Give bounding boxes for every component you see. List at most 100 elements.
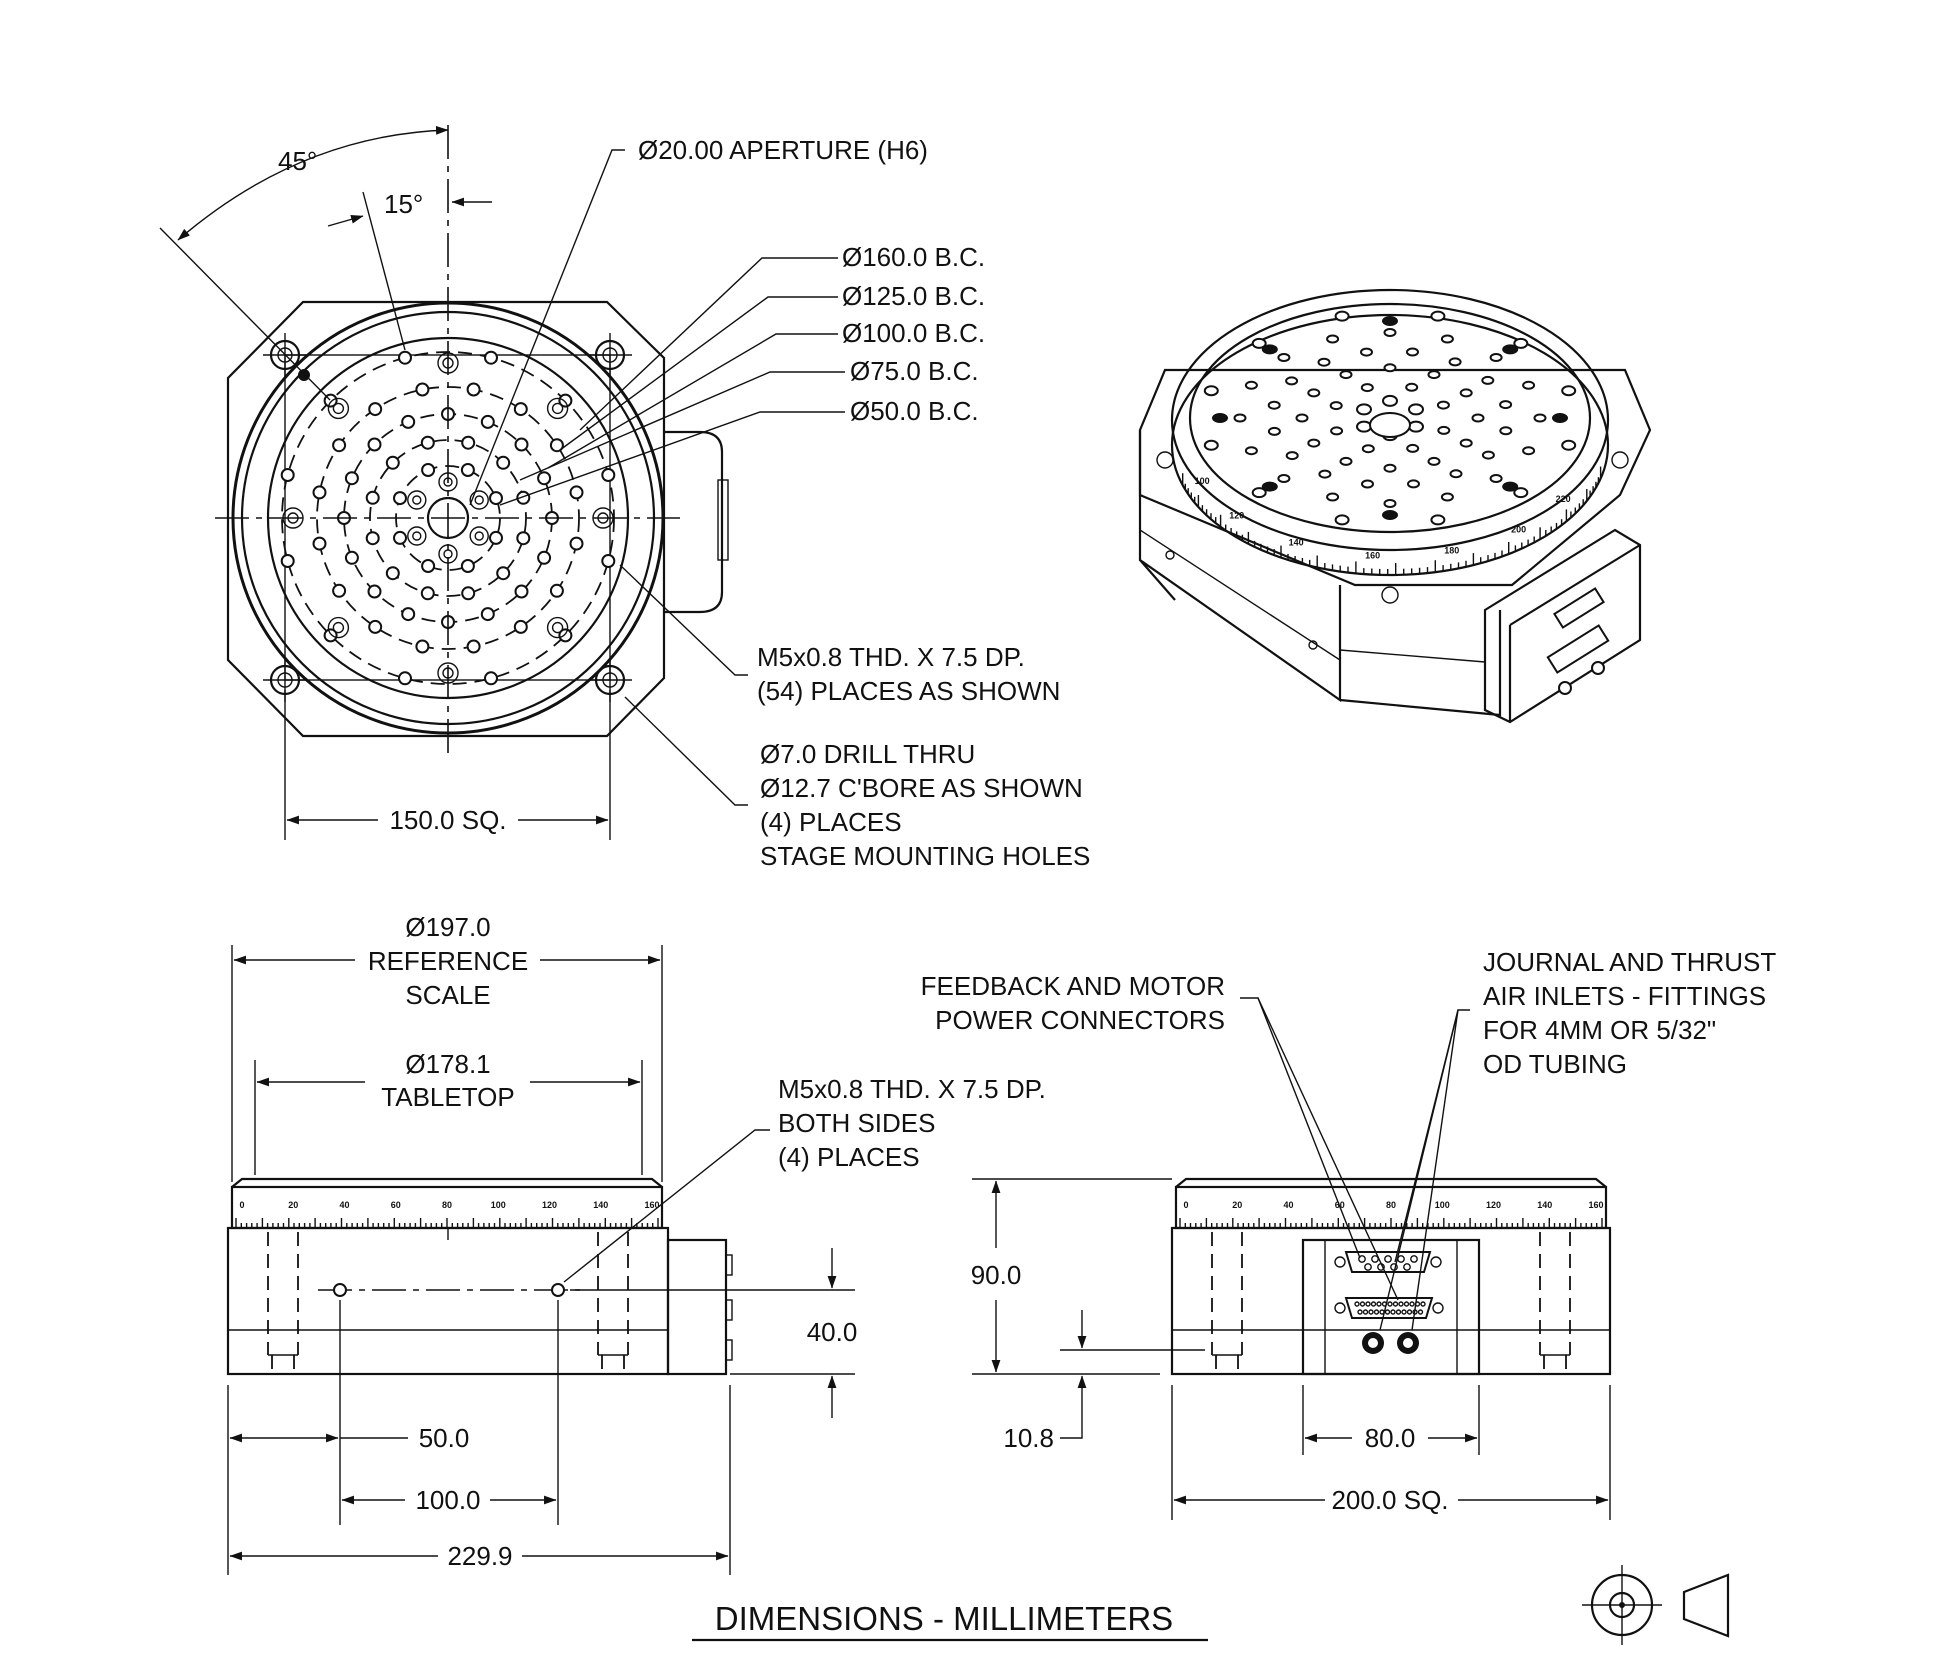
iso-hole <box>1361 479 1374 489</box>
iso-hole <box>1277 474 1291 483</box>
threaded-hole <box>514 437 529 452</box>
air-line2: AIR INLETS - FITTINGS <box>1483 981 1766 1011</box>
threaded-hole <box>480 414 495 429</box>
threaded-hole <box>569 536 584 551</box>
iso-cbore-hole <box>1382 316 1398 326</box>
side-note-line1: M5x0.8 THD. X 7.5 DP. <box>778 1074 1046 1104</box>
front-tabletop <box>231 1177 663 1188</box>
iso-hole <box>1382 394 1398 407</box>
iso-tick-label: 200 <box>1511 524 1526 534</box>
center-cbore-hole <box>407 526 427 546</box>
iso-aperture <box>1369 412 1411 438</box>
threaded-hole <box>368 619 383 634</box>
threaded-hole <box>421 559 436 573</box>
threaded-hole <box>558 628 573 643</box>
db25-pin <box>1390 1309 1396 1315</box>
threaded-hole <box>368 402 383 417</box>
iso-hole <box>1436 400 1450 410</box>
iso-hole <box>1251 337 1267 349</box>
tabletop-cbore-hole <box>327 616 350 639</box>
air-line1: JOURNAL AND THRUST <box>1483 947 1776 977</box>
iso-hole <box>1251 487 1267 499</box>
threaded-hole <box>601 468 616 482</box>
angle-45-arc <box>177 126 449 241</box>
threaded-hole <box>601 554 616 568</box>
iso-hole <box>1329 401 1343 411</box>
threaded-hole <box>420 435 435 450</box>
threaded-hole <box>496 566 511 581</box>
iso-hole <box>1522 446 1536 456</box>
front-connector-tab1 <box>725 1254 733 1276</box>
mount-note-line1: Ø7.0 DRILL THRU <box>760 739 975 769</box>
tabletop-line1: Ø178.1 <box>405 1049 490 1079</box>
threaded-hole <box>484 350 498 365</box>
iso-hole <box>1285 376 1299 386</box>
iso-hole <box>1459 438 1473 448</box>
iso-hole <box>1430 310 1446 322</box>
iso-hole <box>1427 456 1441 466</box>
db25-pin <box>1406 1309 1413 1315</box>
iso-cbore-hole <box>1261 481 1278 492</box>
iso-tick-label: 140 <box>1289 538 1304 548</box>
ref-scale-line1: Ø197.0 <box>405 912 490 942</box>
tabletop-cbore-inner <box>332 402 345 415</box>
scale-tick-label: 80 <box>442 1200 452 1210</box>
threaded-hole <box>484 671 498 686</box>
aperture-leader <box>469 149 625 506</box>
iso-hole <box>1318 469 1332 479</box>
iso-hole <box>1334 514 1350 526</box>
scale-tick-label: 20 <box>288 1200 298 1210</box>
center-cbore-inner <box>443 549 453 559</box>
iso-mount-hole-front <box>1381 586 1399 604</box>
iso-hole <box>1471 413 1485 423</box>
iso-hole <box>1406 443 1420 453</box>
threaded-hole <box>549 438 564 453</box>
stage-base-outline <box>226 300 666 738</box>
threaded-hole <box>344 550 359 565</box>
iso-cbore-hole <box>1502 481 1519 492</box>
db9-pin <box>1410 1255 1418 1263</box>
connector-plate <box>717 479 729 561</box>
side-note-line2: BOTH SIDES <box>778 1108 935 1138</box>
iso-hole <box>1295 413 1309 423</box>
dim200-label: 200.0 SQ. <box>1331 1485 1448 1515</box>
iso-hole <box>1499 426 1513 436</box>
iso-side-hole-1 <box>1165 550 1175 560</box>
iso-hole <box>1405 382 1419 392</box>
iso-hole <box>1326 492 1340 502</box>
iso-connector-box <box>1483 528 1642 724</box>
threaded-hole <box>489 491 503 506</box>
db25-pin <box>1387 1301 1393 1307</box>
iso-hole <box>1339 456 1353 466</box>
iso-tick-label: 100 <box>1195 476 1210 486</box>
threaded-hole <box>466 382 481 397</box>
iso-hole <box>1459 388 1473 398</box>
db9-pin <box>1358 1255 1366 1263</box>
iso-mount-hole-right <box>1611 451 1629 469</box>
threaded-hole <box>415 639 430 654</box>
iso-hole <box>1437 425 1451 435</box>
scale-tick-label: 120 <box>542 1200 557 1210</box>
scale-tick-label: 60 <box>391 1200 401 1210</box>
tabletop-line2: TABLETOP <box>381 1082 514 1112</box>
bc125-label: Ø125.0 B.C. <box>842 281 985 311</box>
db25-pin <box>1401 1309 1407 1315</box>
iso-hole <box>1356 420 1372 433</box>
scale-tick-label: 100 <box>1435 1200 1450 1210</box>
iso-hole <box>1561 385 1577 397</box>
db9-screw-left <box>1334 1256 1346 1268</box>
db25-pin <box>1359 1301 1366 1307</box>
tabletop-cbore-inner <box>551 621 564 634</box>
scale-tick-label: 160 <box>1588 1200 1603 1210</box>
threaded-hole <box>344 471 359 486</box>
iso-connector-db25 <box>1546 624 1610 674</box>
db9-pin <box>1403 1263 1411 1271</box>
threaded-hole <box>549 583 564 598</box>
db25-pin <box>1392 1301 1399 1307</box>
